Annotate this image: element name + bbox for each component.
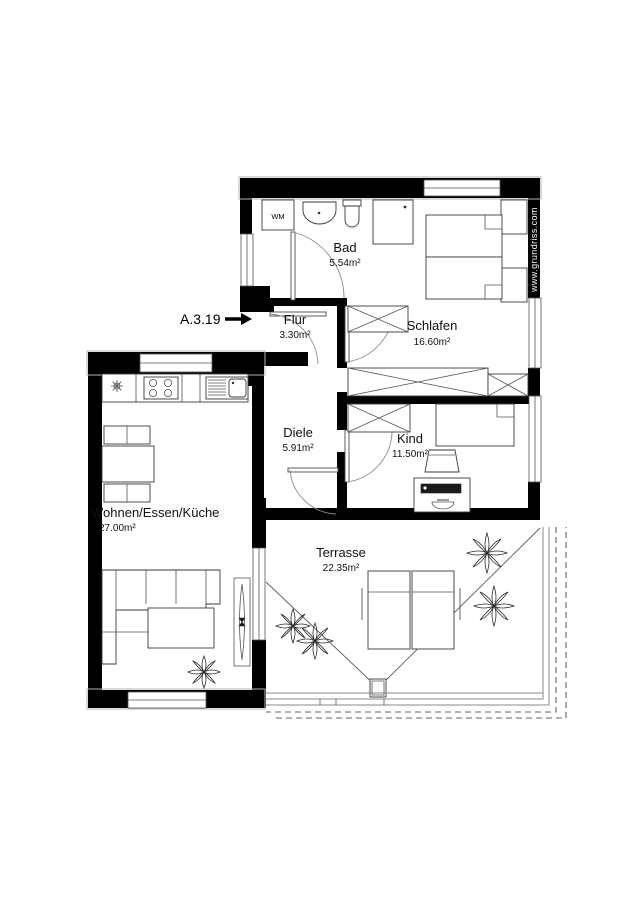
shower — [372, 199, 414, 245]
unit-entry-marker: A.3.19 — [180, 311, 252, 327]
plant-terrace-4 — [465, 531, 509, 575]
washing-machine — [261, 199, 295, 231]
room-label-schlafen: Schlafen 16.60m² — [407, 318, 458, 348]
wardrobe-schlafen-long — [347, 367, 529, 397]
bed-double — [425, 214, 503, 300]
room-label-bad: Bad 5.54m² — [329, 240, 361, 269]
sink-bad — [302, 201, 337, 225]
window-schlafen-right — [528, 297, 542, 369]
wardrobe-schlafen-top — [347, 305, 409, 333]
room-label-diele: Diele 5.91m² — [282, 425, 314, 454]
room-area-flur: 3.30m² — [279, 330, 311, 341]
window-wohnen-bottom — [127, 691, 207, 709]
chair-kind — [424, 449, 460, 473]
washing-machine-label: WM — [271, 212, 284, 221]
room-name-schlafen: Schlafen — [407, 318, 458, 333]
kind-furniture — [347, 403, 515, 513]
terrace-content — [265, 527, 543, 705]
appliance-icon-left — [111, 380, 123, 392]
entry-arrow-icon — [225, 313, 252, 325]
unit-label: A.3.19 — [180, 311, 221, 327]
room-label-flur: Flur 3.30m² — [279, 312, 311, 341]
cooktop — [143, 376, 179, 400]
door-flur-entry — [269, 311, 327, 365]
window-schlafen-top — [423, 179, 501, 197]
kitchen-counter — [101, 373, 249, 403]
room-name-diele: Diele — [283, 425, 313, 440]
room-area-schlafen: 16.60m² — [414, 337, 451, 348]
door-kind — [344, 429, 393, 483]
room-name-kind: Kind — [397, 431, 423, 446]
window-kind-right — [528, 395, 542, 483]
room-name-bad: Bad — [333, 240, 356, 255]
plant-wohnen — [187, 654, 221, 690]
plant-terrace-1 — [295, 621, 335, 661]
bed-single-kind — [435, 403, 515, 447]
window-bad-left — [240, 233, 254, 287]
lounger-left — [361, 570, 417, 650]
window-kitchen-top — [139, 353, 213, 373]
door-diele-wohnen — [287, 467, 339, 515]
dining-set — [101, 425, 155, 503]
glass-door-terrace — [252, 547, 266, 641]
room-area-terrasse: 22.35m² — [323, 563, 360, 574]
toilet — [342, 199, 362, 228]
lounger-right — [411, 570, 461, 650]
sliding-door-wohnen — [233, 577, 251, 667]
bad-fixtures: WM — [261, 199, 414, 245]
room-label-wohnen: Wohnen/Essen/Küche 27.00m² — [91, 505, 219, 534]
schlafen-furniture — [347, 199, 529, 397]
room-area-diele: 5.91m² — [282, 443, 314, 454]
room-area-kind: 11.50m² — [392, 449, 429, 460]
room-labels: Bad 5.54m² Flur 3.30m² Schlafen 16.60m² … — [91, 240, 457, 574]
windows-group — [127, 179, 542, 709]
room-area-bad: 5.54m² — [329, 258, 361, 269]
door-bad — [290, 231, 345, 301]
desk-kind — [413, 477, 471, 513]
sink-kitchen — [205, 376, 249, 400]
watermark-text: www.grundriss.com — [529, 207, 539, 293]
room-area-wohnen: 27.00m² — [99, 523, 136, 534]
wardrobe-kind — [347, 403, 411, 433]
room-name-flur: Flur — [284, 312, 307, 327]
sofa-set — [101, 569, 221, 665]
plant-terrace-2 — [274, 607, 312, 645]
plant-terrace-3 — [472, 584, 516, 628]
room-label-terrasse: Terrasse 22.35m² — [316, 545, 366, 574]
room-name-terrasse: Terrasse — [316, 545, 366, 560]
room-name-wohnen: Wohnen/Essen/Küche — [91, 505, 219, 520]
room-label-kind: Kind 11.50m² — [392, 431, 429, 460]
